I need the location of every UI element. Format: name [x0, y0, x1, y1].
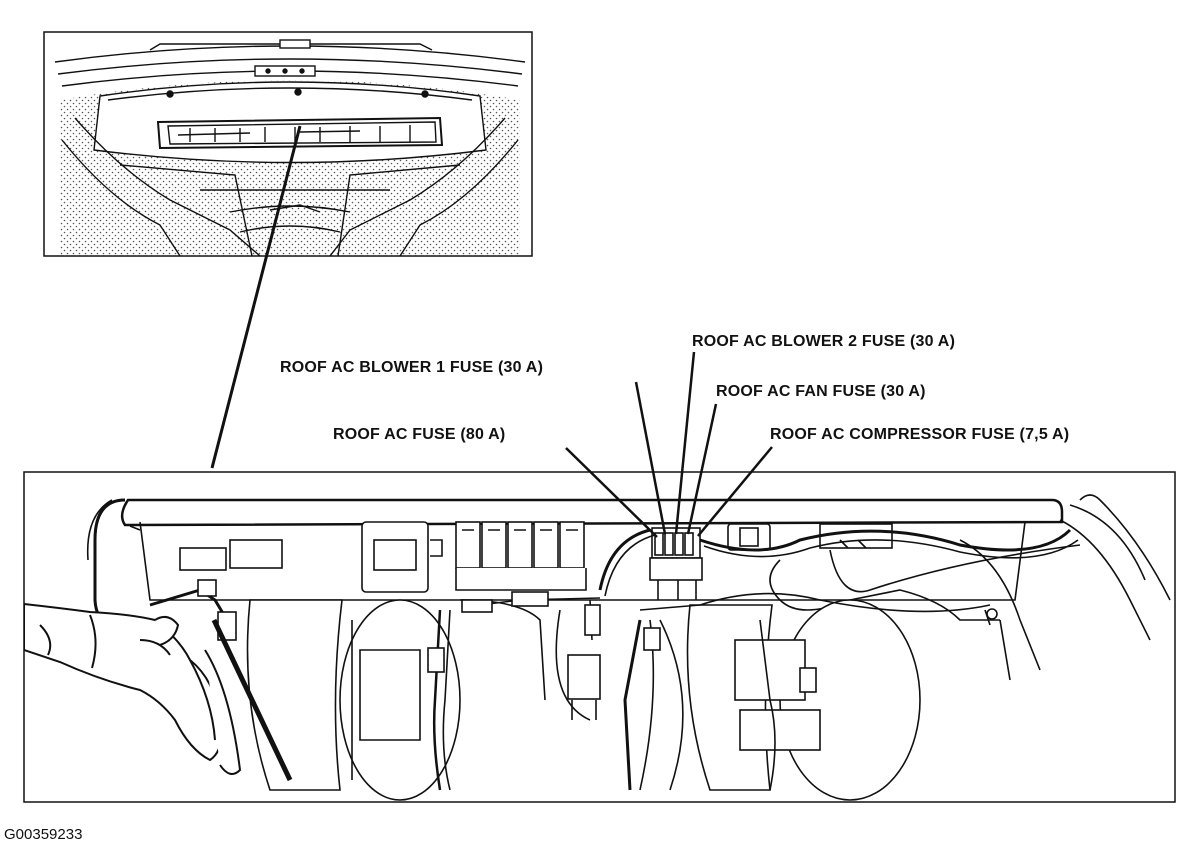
hand-illustration	[24, 602, 242, 775]
inset-leader-line	[210, 125, 302, 469]
leader-roof-ac-fan	[686, 403, 718, 535]
blower-housing-2	[686, 599, 921, 801]
label-roof-ac-blower-2-fuse: ROOF AC BLOWER 2 FUSE (30 A)	[692, 333, 956, 350]
leader-roof-ac-fuse-80a	[565, 447, 658, 538]
label-roof-ac-compressor-fuse: ROOF AC COMPRESSOR FUSE (7,5 A)	[770, 426, 1070, 443]
callout-leader-lines	[565, 351, 773, 538]
figure-code: G00359233	[4, 826, 83, 843]
relay-block	[455, 521, 587, 591]
fuse-puller-tool	[211, 618, 293, 782]
label-roof-ac-blower-1-fuse: ROOF AC BLOWER 1 FUSE (30 A)	[280, 359, 544, 376]
leader-roof-ac-blower-1	[634, 381, 667, 535]
label-roof-ac-fan-fuse: ROOF AC FAN FUSE (30 A)	[716, 383, 926, 400]
main-detail-view	[23, 471, 1176, 803]
leader-roof-ac-blower-2	[674, 351, 696, 535]
label-roof-ac-fuse: ROOF AC FUSE (80 A)	[333, 426, 506, 443]
inset-overhead-view	[43, 31, 533, 257]
leader-roof-ac-compressor	[697, 446, 773, 537]
